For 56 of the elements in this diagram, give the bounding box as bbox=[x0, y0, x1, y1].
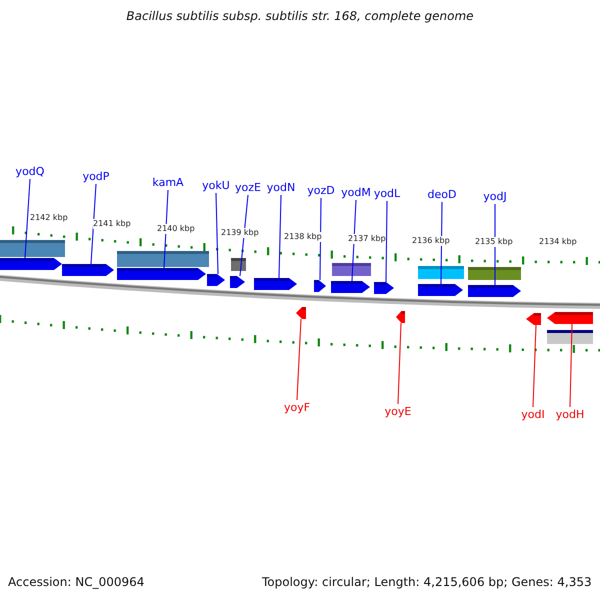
scale-label: 2136 kbp bbox=[412, 236, 450, 246]
leader-line bbox=[278, 194, 282, 278]
gene-block bbox=[230, 276, 245, 288]
gene-block bbox=[418, 284, 463, 296]
gene-block bbox=[296, 307, 306, 319]
gene-label: yoyE bbox=[384, 406, 412, 417]
gene-label: deoD bbox=[428, 189, 456, 200]
gene-label: yodQ bbox=[16, 166, 44, 177]
leader-line bbox=[386, 200, 388, 282]
gene-label: yodH bbox=[556, 409, 584, 420]
gene-block bbox=[0, 258, 62, 270]
gene-label: yodL bbox=[374, 188, 400, 199]
gene-block bbox=[62, 264, 114, 276]
scale-label: 2137 kbp bbox=[348, 234, 386, 244]
gene-label: yokU bbox=[202, 180, 230, 191]
leader-line bbox=[440, 202, 442, 284]
leader-line bbox=[240, 194, 248, 276]
gene-label: yodI bbox=[521, 409, 545, 420]
leader-line bbox=[352, 200, 356, 282]
scale-label: 2139 kbp bbox=[221, 228, 259, 238]
leader-line bbox=[90, 184, 96, 264]
gene-label: yodN bbox=[266, 182, 296, 193]
gene-label: yodP bbox=[82, 171, 110, 182]
gene-label: yozE bbox=[235, 182, 261, 193]
gene-block bbox=[374, 282, 394, 294]
leader-line bbox=[532, 324, 536, 408]
title: Bacillus subtilis subsp. subtilis str. 168, complete genome bbox=[125, 10, 475, 22]
gene-block bbox=[314, 280, 326, 292]
scale-label: 2141 kbp bbox=[93, 219, 131, 229]
leader-line bbox=[320, 198, 322, 280]
gene-label: kamA bbox=[152, 177, 184, 188]
leader-line bbox=[570, 324, 572, 408]
gene-block bbox=[547, 312, 593, 324]
leader-line bbox=[216, 192, 218, 274]
scale-label: 2134 kbp bbox=[539, 237, 577, 247]
scale-label: 2135 kbp bbox=[475, 237, 513, 247]
gene-block bbox=[207, 274, 225, 286]
gene-block bbox=[526, 313, 541, 325]
gene-block bbox=[396, 311, 405, 323]
scale-label: 2140 kbp bbox=[157, 224, 195, 234]
genome-summary: Topology: circular; Length: 4,215,606 bp; Genes: 4,353 bbox=[262, 576, 592, 588]
gene-block bbox=[468, 285, 521, 297]
gene-label: yoyF bbox=[284, 402, 310, 413]
accession-text: Accession: NC_000964 bbox=[8, 576, 144, 588]
leader-line bbox=[494, 204, 496, 286]
leader-line bbox=[164, 190, 168, 268]
gene-label: yodM bbox=[341, 187, 371, 198]
leader-line bbox=[296, 318, 302, 400]
gene-block bbox=[254, 278, 297, 290]
gene-label: yodJ bbox=[483, 191, 507, 202]
scale-label: 2142 kbp bbox=[30, 213, 68, 223]
leader-line bbox=[398, 322, 402, 404]
leader-line bbox=[24, 178, 30, 258]
scale-label: 2138 kbp bbox=[284, 232, 322, 242]
gene-block bbox=[331, 281, 370, 293]
gene-label: yozD bbox=[307, 185, 335, 196]
